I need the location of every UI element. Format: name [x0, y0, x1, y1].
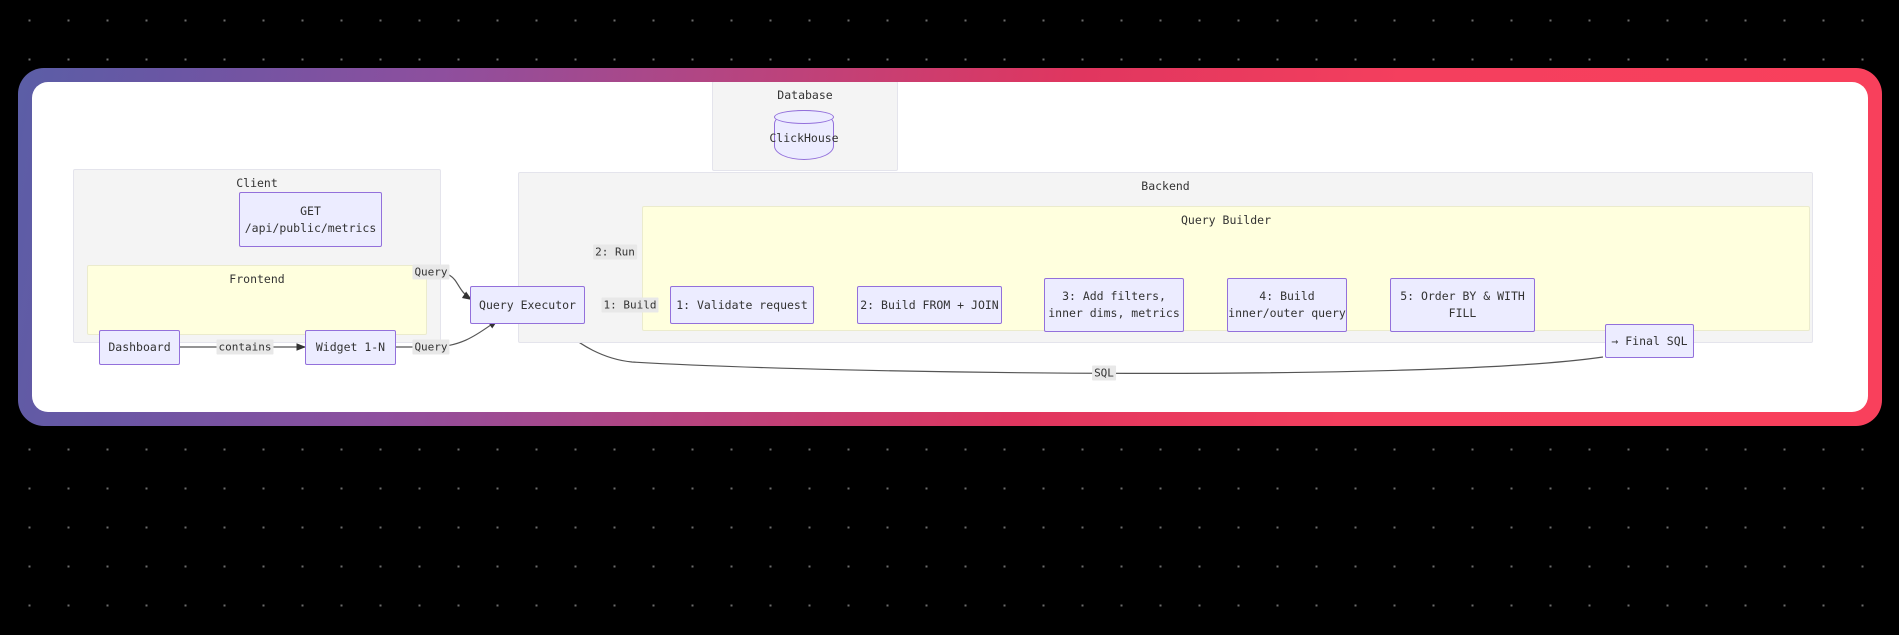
edge-label-query-top: Query	[412, 264, 450, 280]
node-step-1-label: 1: Validate request	[676, 297, 808, 312]
cluster-query-builder: Query Builder	[642, 206, 1810, 331]
node-query-executor[interactable]: Query Executor	[470, 286, 585, 324]
node-widget[interactable]: Widget 1-N	[305, 330, 396, 365]
node-step-5-line2: FILL	[1448, 306, 1477, 320]
node-step-4-line1: 4: Build	[1259, 289, 1315, 304]
cluster-database-title: Database	[777, 88, 833, 102]
node-get-metrics-line1: GET	[300, 203, 321, 218]
node-final-sql-label: → Final SQL	[1611, 333, 1688, 348]
node-get-metrics[interactable]: GET /api/public/metrics	[239, 192, 382, 247]
node-step-2[interactable]: 2: Build FROM + JOIN	[857, 286, 1002, 324]
edge-label-query-bottom: Query	[412, 339, 450, 355]
node-step-5-line1: 5: Order BY & WITH	[1400, 289, 1525, 304]
node-query-executor-label: Query Executor	[479, 297, 576, 312]
edge-finalsql-executor	[564, 331, 1604, 374]
node-step-3-line2: inner dims, metrics	[1048, 306, 1180, 320]
node-dashboard-label: Dashboard	[108, 340, 171, 355]
node-clickhouse-label: ClickHouse	[769, 131, 839, 145]
edge-label-run: 2: Run	[593, 244, 637, 260]
node-step-4-line2: inner/outer query	[1228, 306, 1346, 320]
diagram-card: Database ClickHouse Client GET /api/publ…	[32, 82, 1868, 412]
edge-label-sql: SQL	[1092, 365, 1116, 381]
gradient-frame: Database ClickHouse Client GET /api/publ…	[18, 68, 1882, 426]
edge-label-build: 1: Build	[601, 297, 659, 313]
node-final-sql[interactable]: → Final SQL	[1605, 324, 1694, 358]
node-step-2-label: 2: Build FROM + JOIN	[860, 297, 999, 312]
cluster-frontend-title: Frontend	[229, 272, 285, 286]
node-step-4[interactable]: 4: Build inner/outer query	[1227, 278, 1347, 332]
node-step-1[interactable]: 1: Validate request	[670, 286, 814, 324]
cluster-query-builder-title: Query Builder	[1180, 213, 1271, 227]
cluster-frontend: Frontend	[87, 265, 427, 335]
cluster-backend-title: Backend	[1141, 179, 1190, 193]
edge-label-contains: contains	[216, 339, 274, 355]
cluster-client-title: Client	[236, 176, 278, 190]
node-step-3[interactable]: 3: Add filters, inner dims, metrics	[1044, 278, 1184, 332]
node-get-metrics-line2: /api/public/metrics	[244, 220, 377, 235]
node-step-3-line1: 3: Add filters,	[1062, 289, 1166, 304]
architecture-diagram: Database ClickHouse Client GET /api/publ…	[32, 82, 1868, 412]
node-clickhouse[interactable]: ClickHouse	[769, 110, 839, 160]
node-widget-label: Widget 1-N	[315, 340, 386, 355]
node-dashboard[interactable]: Dashboard	[99, 330, 180, 365]
node-step-5[interactable]: 5: Order BY & WITH FILL	[1390, 278, 1535, 332]
